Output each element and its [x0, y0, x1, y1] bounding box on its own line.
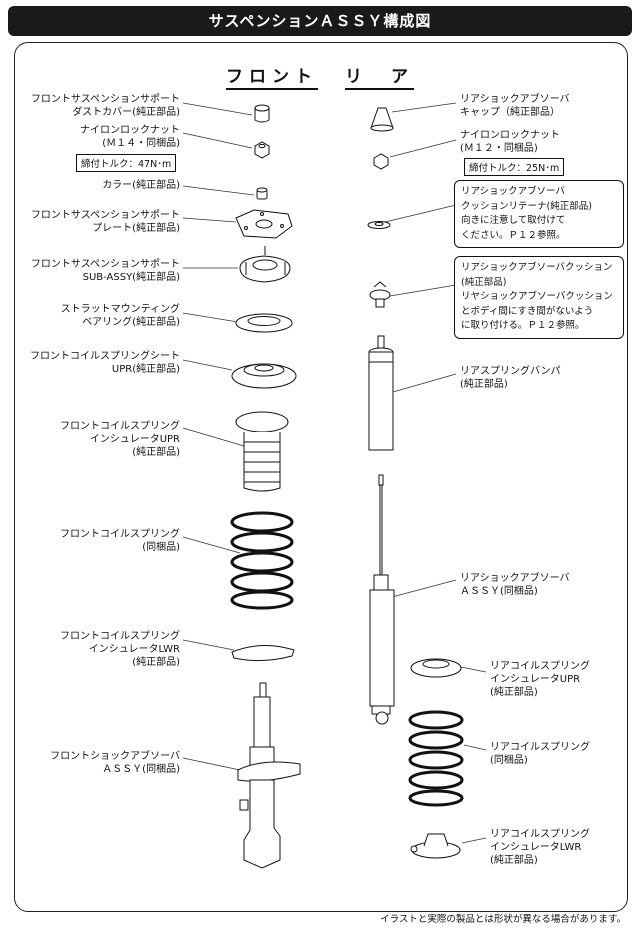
page-header: サスペンションＡＳＳＹ構成図 [8, 6, 632, 36]
rear-nut-torque: 締付トルク：25N･m [464, 158, 565, 176]
front-collar-part [256, 187, 268, 200]
front-spring-seat-label: フロントコイルスプリングシート UPR(純正部品) [30, 351, 180, 375]
diagram-frame [14, 42, 628, 912]
front-dust-cover-label: フロントサスペンションサポート ダストカバー(純正部品) [30, 94, 180, 118]
rear-spring-label: リアコイルスプリング (同梱品) [490, 742, 590, 766]
front-nut-torque: 締付トルク：47N･m [76, 154, 177, 172]
front-nut-label: ナイロンロックナット (Ｍ１４・同梱品) [80, 125, 180, 149]
rear-nut-label: ナイロンロックナット (Ｍ１２・同梱品) [460, 130, 560, 154]
front-spring-seat-part [231, 363, 297, 389]
front-insulator-upr-label: フロントコイルスプリング インシュレータUPR (純正部品) [60, 421, 180, 458]
rear-insulator-upr-label: リアコイルスプリング インシュレータUPR (純正部品) [490, 661, 590, 698]
rear-absorber-label: リアショックアブソーバ ＡＳＳＹ(同梱品) [460, 573, 570, 597]
front-spring-label: フロントコイルスプリング (同梱品) [60, 529, 180, 553]
page-title: サスペンションＡＳＳＹ構成図 [208, 12, 432, 30]
leader-lines [182, 102, 487, 844]
rear-absorber-part [369, 474, 395, 725]
footer-disclaimer: イラストと実際の製品とは形状が異なる場合があります。 [380, 914, 626, 925]
front-absorber-part [237, 682, 301, 869]
rear-insulator-upr-part [410, 658, 462, 678]
rear-cap-label: リアショックアブソーバ キャップ（純正部品） [460, 94, 570, 118]
front-spring-part [230, 511, 294, 610]
rear-bumper-part [368, 335, 394, 451]
rear-insulator-lwr-label: リアコイルスプリング インシュレータLWR (純正部品) [490, 829, 590, 866]
front-support-assy-label: フロントサスペンションサポート SUB-ASSY(純正部品) [30, 259, 180, 283]
rear-insulator-lwr-part [410, 833, 461, 859]
front-collar-label: カラー(純正部品) [102, 180, 180, 191]
front-support-plate-label: フロントサスペンションサポート プレート(純正部品) [30, 210, 180, 234]
front-column-title: フロント [226, 62, 318, 90]
rear-spring-part [408, 710, 464, 807]
front-dust-cover-part [254, 104, 270, 123]
rear-column-title: リ ア [345, 62, 414, 90]
rear-bumper-label: リアスプリングバンパ (純正部品) [460, 366, 561, 390]
front-absorber-label: フロントショックアブソーバ ＡＳＳＹ(同梱品) [50, 751, 180, 775]
front-insulator-lwr-label: フロントコイルスプリング インシュレータLWR (純正部品) [60, 631, 180, 668]
front-support-plate-part [235, 209, 293, 239]
front-bearing-label: ストラットマウンティング ベアリング(純正部品) [60, 304, 180, 328]
front-nut-part [254, 141, 270, 159]
front-bearing-part [235, 313, 293, 333]
rear-cushion-note: リアショックアブソーバクッション (純正部品) リヤショックアブソーバクッション… [454, 256, 624, 339]
rear-cushion-part [369, 281, 391, 308]
rear-nut-part [373, 153, 389, 170]
front-support-assy-part [239, 246, 291, 283]
rear-cushion-retainer-note: リアショックアブソーバ クッションリテーナ(純正部品) 向きに注意して取付けて … [454, 180, 624, 248]
front-insulator-lwr-part [231, 644, 295, 662]
rear-cushion-retainer-part [367, 221, 391, 229]
rear-cap-part [370, 107, 394, 132]
front-insulator-upr-part [235, 411, 289, 492]
